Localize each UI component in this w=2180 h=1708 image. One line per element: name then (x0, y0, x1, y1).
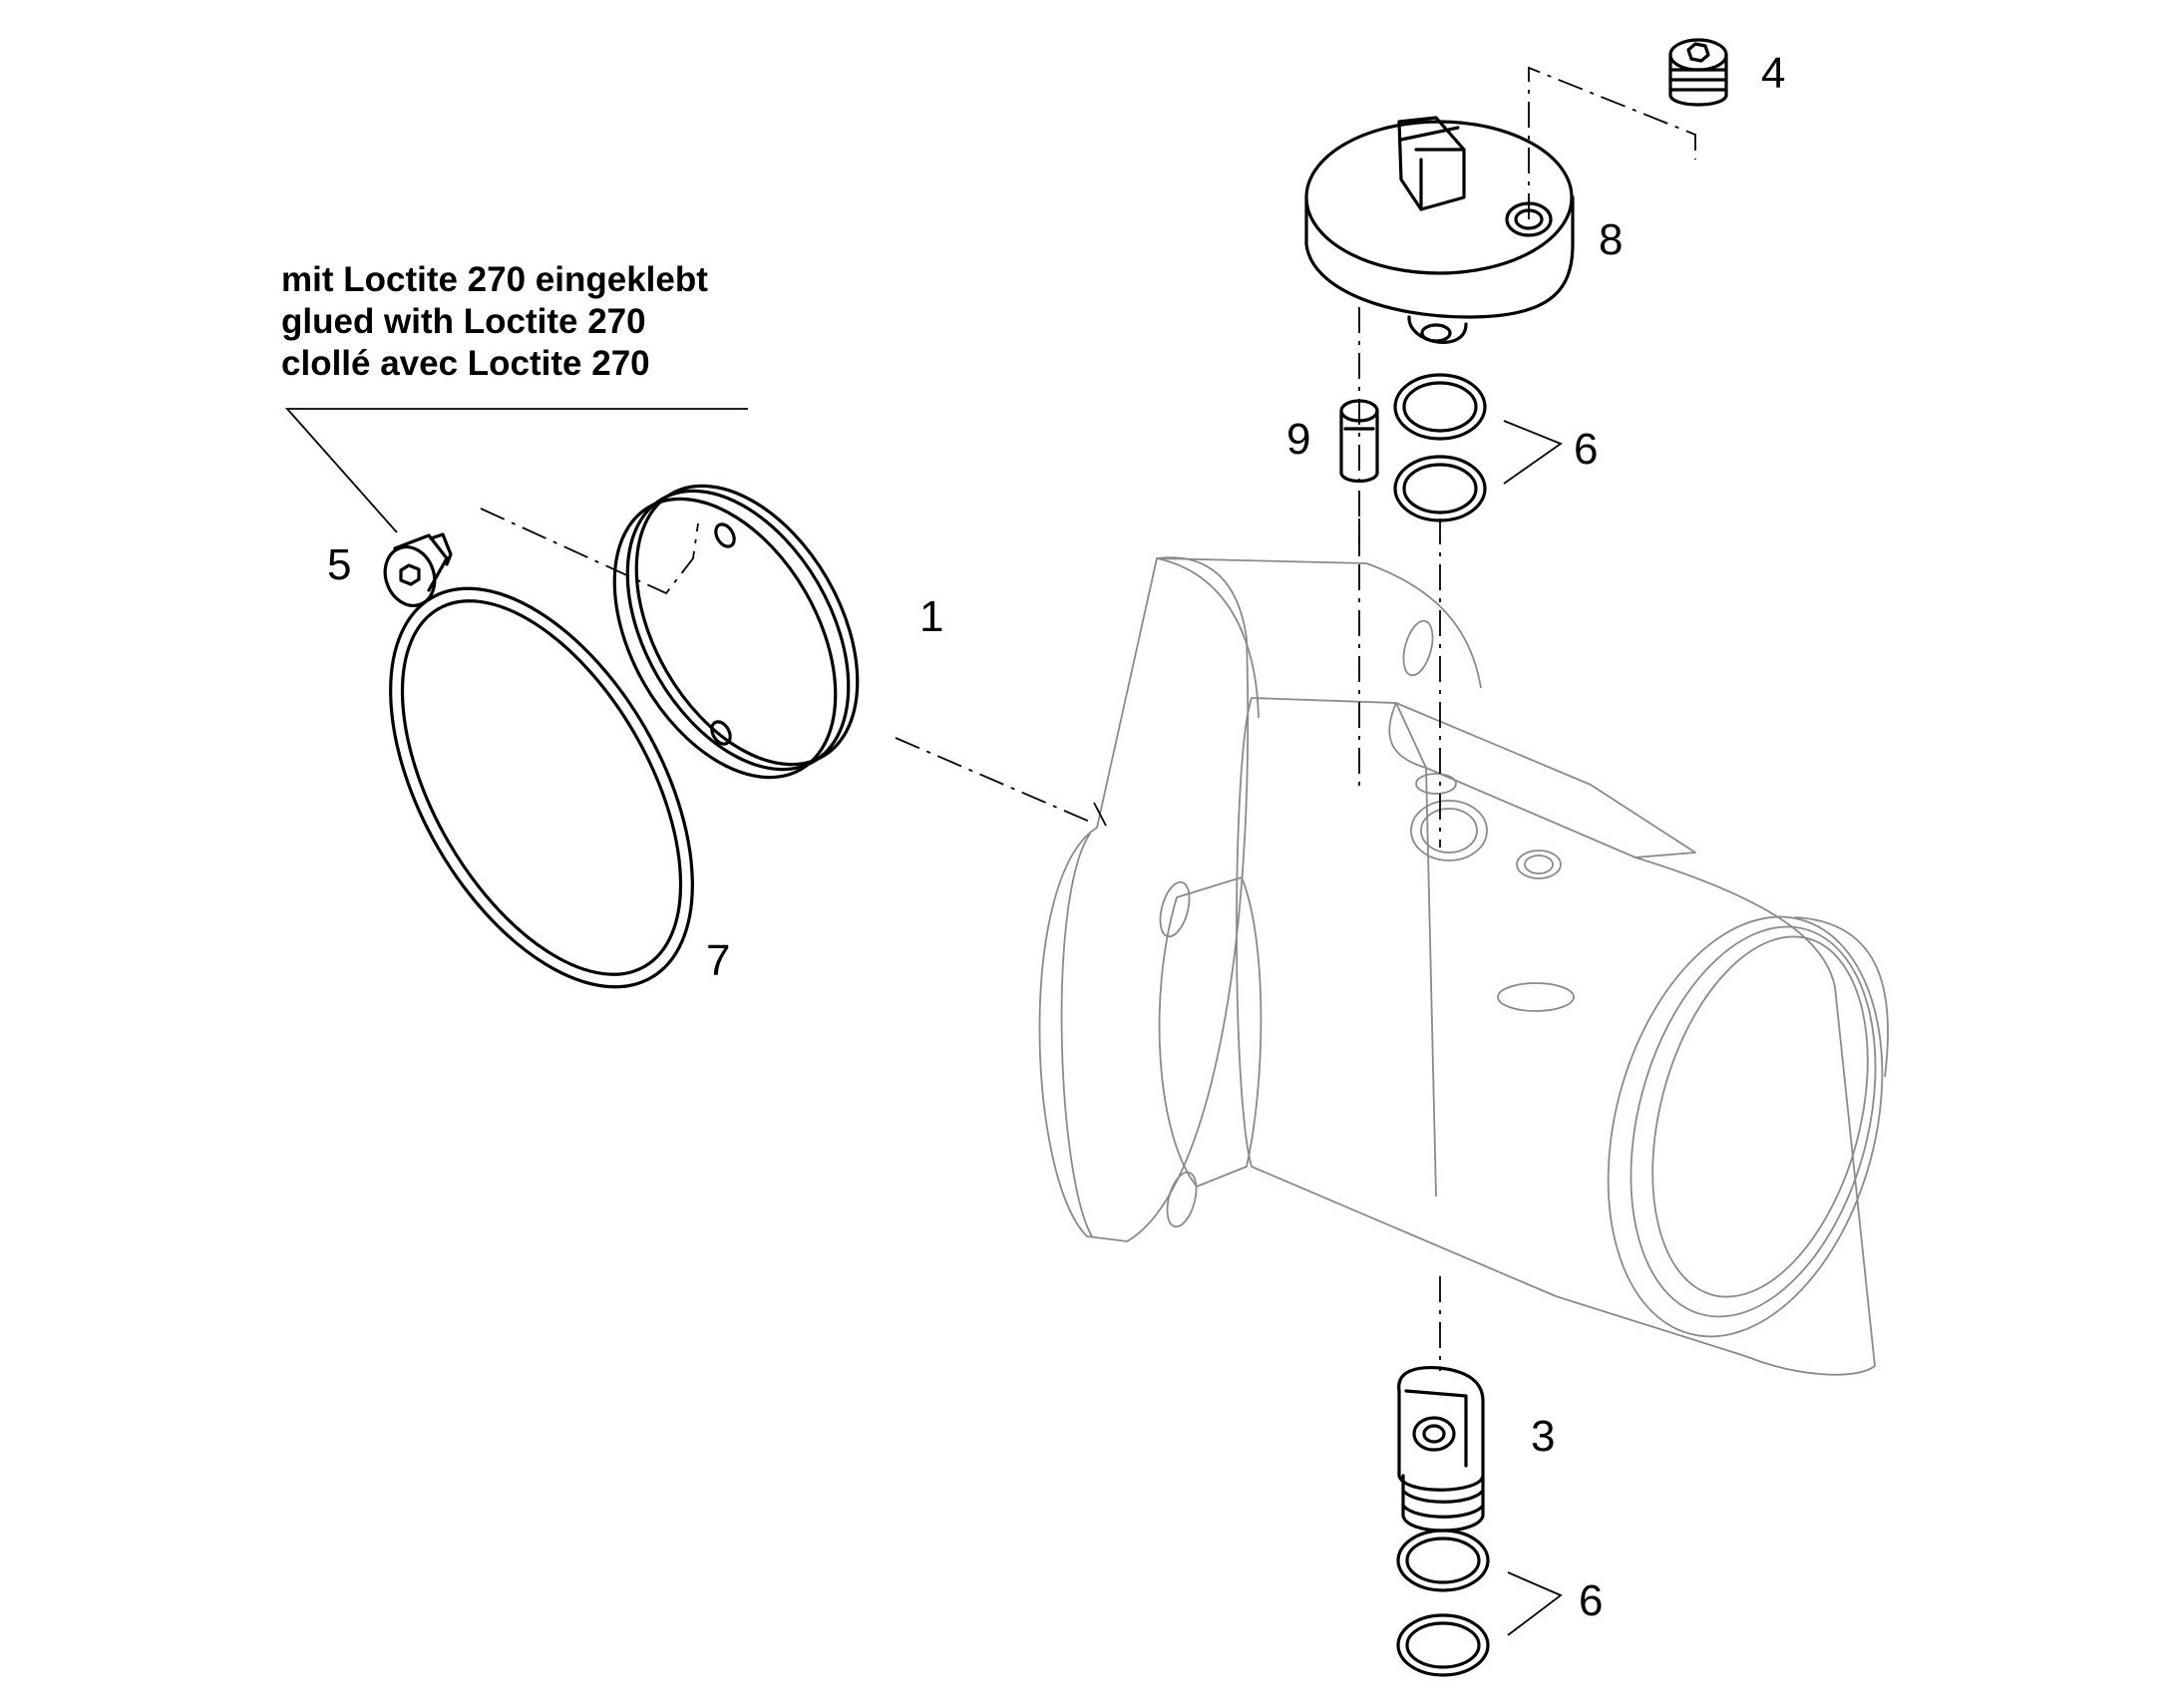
assembly-note: mit Loctite 270 eingeklebt glued with Lo… (281, 260, 708, 383)
callout-valve-insert: 3 (1531, 1412, 1555, 1461)
callout-dowel-pin: 9 (1286, 415, 1310, 464)
callout-large-o-ring: 7 (706, 936, 730, 985)
countersunk-screw (383, 532, 453, 607)
cover-plate (612, 484, 860, 780)
dowel-pin (1339, 399, 1379, 484)
valve-insert (1397, 1366, 1485, 1533)
note-line-fr: clollé avec Loctite 270 (281, 344, 650, 383)
set-screw (1668, 38, 1728, 107)
callout-set-screw: 4 (1761, 49, 1785, 98)
note-line-de: mit Loctite 270 eingeklebt (281, 260, 708, 299)
callout-top-cap: 8 (1599, 215, 1623, 264)
top-cap (1304, 116, 1575, 344)
note-line-en: glued with Loctite 270 (281, 302, 646, 341)
callout-labels: 1 3 4 5 6 6 7 8 9 (327, 49, 1785, 1625)
leader-lines (284, 408, 1563, 1636)
callout-o-rings-upper: 6 (1574, 425, 1598, 474)
o-rings-upper (1393, 373, 1487, 522)
callout-o-rings-lower: 6 (1579, 1576, 1603, 1625)
assembly-lines (480, 66, 1696, 1371)
callout-countersunk-screw: 5 (327, 540, 351, 589)
large-o-ring (389, 586, 694, 989)
callout-cover-plate: 1 (919, 592, 943, 641)
o-rings-lower (1396, 1529, 1490, 1677)
housing-body (1038, 556, 1890, 1376)
